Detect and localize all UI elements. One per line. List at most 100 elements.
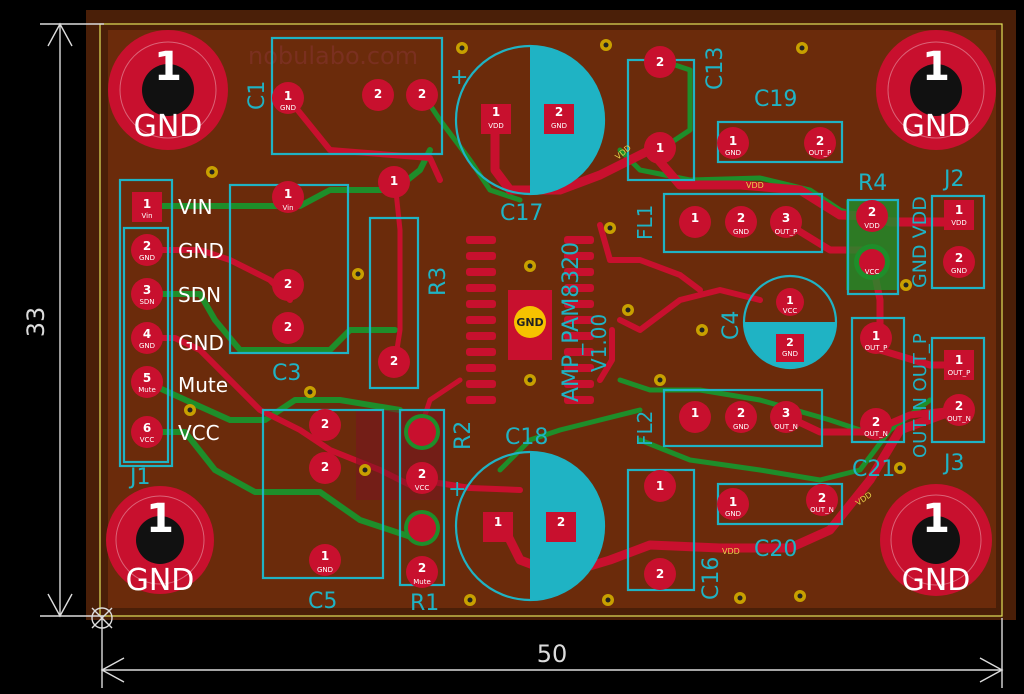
pad-number: 2 xyxy=(868,205,876,219)
pad-net: VCC xyxy=(415,484,430,492)
pad-number: 1 xyxy=(321,549,329,563)
j1-pin-5[interactable]: 5 Mute xyxy=(131,366,163,398)
mounting-hole-bottom-left[interactable]: 1 GND xyxy=(106,486,214,598)
pad-net: VCC xyxy=(865,268,880,276)
ref-c5: C5 xyxy=(308,589,337,614)
ic-pads-left xyxy=(466,236,496,404)
pad-net: GND xyxy=(317,566,333,574)
pin-number: 2 xyxy=(143,239,151,253)
component-c18[interactable]: 1 2 + C18 xyxy=(448,425,606,602)
trace-net-label: VDD xyxy=(746,181,764,190)
pad-net: OUT_N xyxy=(864,430,888,438)
ref-fl2: FL2 xyxy=(633,411,657,446)
component-c16[interactable]: 1 2 C16 xyxy=(626,468,724,600)
mounting-hole-net: GND xyxy=(902,563,971,598)
ref-c19: C19 xyxy=(754,87,797,112)
pin-net: Mute xyxy=(138,386,156,394)
ref-c21: C21 xyxy=(852,457,895,482)
pad-number: 2 xyxy=(818,491,826,505)
dimension-height-value: 33 xyxy=(22,307,50,338)
j1-pin-6[interactable]: 6 VCC xyxy=(131,416,163,448)
pad-number: 1 xyxy=(729,495,737,509)
component-c13[interactable]: 2 1 C13 VDD xyxy=(614,46,728,182)
pad-number: 2 xyxy=(656,55,664,69)
pad-number: 2 xyxy=(418,467,426,481)
pad-net: OUT_N xyxy=(810,506,834,514)
plus-marker: + xyxy=(450,65,468,90)
ref-r1: R1 xyxy=(410,591,439,616)
ic-version: V1.00 xyxy=(587,314,611,372)
ref-j3: J3 xyxy=(942,451,965,476)
j1-pin-1[interactable]: 1 Vin xyxy=(132,192,162,222)
ref-c13: C13 xyxy=(703,47,728,90)
pad-net: GND xyxy=(725,510,741,518)
mounting-hole-top-left[interactable]: 1 GND xyxy=(108,30,228,150)
ic-center-label: GND xyxy=(516,316,543,329)
mounting-hole-pin: 1 xyxy=(154,44,182,90)
j1-label-vcc: VCC xyxy=(178,421,220,445)
pad-net: GND xyxy=(951,267,967,275)
pad-number: 2 xyxy=(555,105,563,119)
pad-number: 1 xyxy=(691,211,699,225)
ref-r3: R3 xyxy=(426,267,451,296)
ref-r2: R2 xyxy=(451,421,476,450)
mounting-hole-top-right[interactable]: 1 GND xyxy=(876,30,996,150)
pad-number: 1 xyxy=(494,515,502,529)
ref-j2: J2 xyxy=(942,167,965,192)
pad-net: OUT_P xyxy=(775,228,798,236)
board-edge-cuts xyxy=(99,23,1003,617)
pin-net: GND xyxy=(139,342,155,350)
j1-pin-4[interactable]: 4 GND xyxy=(131,322,163,354)
ref-c18: C18 xyxy=(505,425,548,450)
origin-marker-icon xyxy=(91,607,113,629)
pad-number: 2 xyxy=(872,415,880,429)
ic-u1[interactable]: GND AMP_PAM8320 V1.00 xyxy=(466,236,611,404)
j1-pin-3[interactable]: 3 SDN xyxy=(131,278,163,310)
board-title-text: nobulabo.com xyxy=(248,42,418,70)
pad-net: VDD xyxy=(488,122,504,130)
component-r3[interactable]: 1 2 R3 xyxy=(368,166,451,390)
ic-center-via xyxy=(514,306,546,338)
ref-c16: C16 xyxy=(699,557,724,600)
ref-fl1: FL1 xyxy=(633,205,657,240)
connector-j1[interactable]: 1 Vin 2 GND 3 SDN 4 GND 5 Mute 6 VCC VIN xyxy=(118,178,228,490)
trace-net-label: VDD xyxy=(722,547,740,556)
ic-pads-right xyxy=(564,236,594,404)
pad-number: 2 xyxy=(737,211,745,225)
j1-label-gnd2: GND xyxy=(178,331,224,355)
pad-net: OUT_P xyxy=(809,149,832,157)
pad-net: Mute xyxy=(413,578,431,586)
pad-net: GND xyxy=(725,149,741,157)
ref-c3: C3 xyxy=(272,361,301,386)
pad-number: 3 xyxy=(782,211,790,225)
pad-number: 2 xyxy=(284,320,292,334)
mounting-hole-bottom-right[interactable]: 1 GND xyxy=(880,484,992,598)
pad-number: 2 xyxy=(321,460,329,474)
ref-c1: C1 xyxy=(245,81,270,110)
pad-number: 1 xyxy=(656,479,664,493)
ref-r4: R4 xyxy=(858,171,887,196)
pad-number: 2 xyxy=(955,251,963,265)
pin-number: 1 xyxy=(143,197,151,211)
dimension-vertical: 33 xyxy=(22,22,104,618)
j1-pin-2[interactable]: 2 GND xyxy=(131,234,163,266)
pin-net: GND xyxy=(139,254,155,262)
pad-number: 1 xyxy=(284,89,292,103)
pad-net: OUT_P xyxy=(948,369,971,377)
ref-c17: C17 xyxy=(500,201,543,226)
